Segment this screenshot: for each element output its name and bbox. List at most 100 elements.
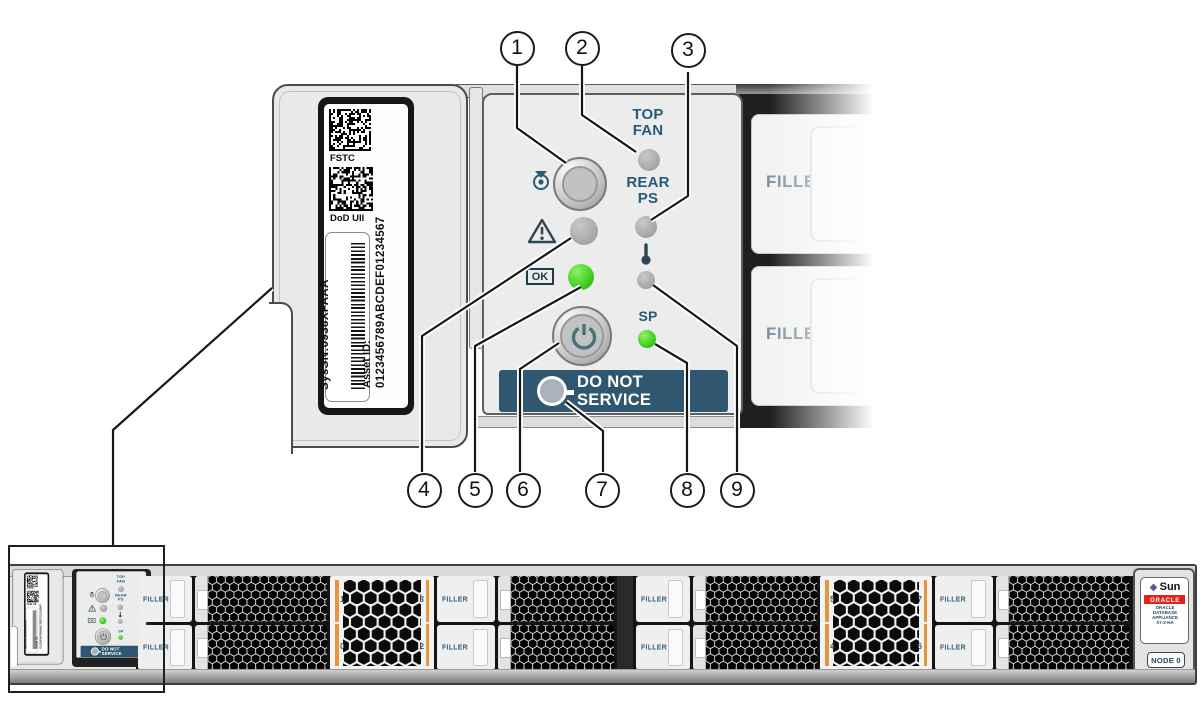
overtemp-icon bbox=[119, 611, 122, 618]
ok-label: OK bbox=[526, 268, 554, 285]
drive[interactable] bbox=[996, 624, 1129, 670]
disk-number: 2 bbox=[419, 642, 424, 651]
top-fan-label: TOP FAN bbox=[632, 106, 664, 139]
filler-column: FILLER FILLER bbox=[437, 576, 495, 670]
disk-number: 0 bbox=[340, 642, 345, 651]
filler-column: FILLER FILLER bbox=[636, 576, 690, 670]
drive-column bbox=[498, 576, 614, 670]
drive-vent bbox=[1009, 576, 1129, 622]
rear-ps-label: REAR PS bbox=[626, 174, 670, 207]
drive-vent bbox=[511, 576, 614, 622]
drive-vent bbox=[511, 624, 614, 670]
vent-panel-right: 5 7 4 6 bbox=[820, 576, 932, 670]
drive[interactable] bbox=[996, 576, 1129, 622]
service-label-frame: FSTC DoD UII SysSN:0938XFAAA Asset ID: 0… bbox=[24, 572, 50, 656]
ok-led bbox=[568, 264, 594, 290]
callout-3: 3 bbox=[670, 32, 706, 68]
product-name: ORACLE DATABASE APPLIANCE X7-2-HA bbox=[1151, 605, 1178, 625]
drive-latch[interactable] bbox=[996, 624, 1009, 670]
locator-icon bbox=[89, 592, 95, 598]
zoom-region-box bbox=[8, 545, 165, 693]
dod-uii-datamatrix-code bbox=[329, 167, 373, 211]
power-button[interactable] bbox=[94, 628, 112, 645]
fstc-datamatrix-code bbox=[329, 109, 371, 151]
fstc-label: FSTC bbox=[330, 153, 355, 164]
callout-2: 2 bbox=[564, 30, 600, 66]
drive-latch[interactable] bbox=[996, 576, 1009, 622]
chassis-bottom-lip bbox=[474, 416, 740, 428]
drive-latch[interactable] bbox=[195, 576, 208, 622]
orange-strip bbox=[825, 580, 829, 622]
dod-uii-label: DoD UII bbox=[330, 213, 365, 224]
drive-latch[interactable] bbox=[693, 624, 706, 670]
filler-panel[interactable]: FILLER bbox=[437, 576, 495, 622]
drive[interactable] bbox=[195, 624, 327, 670]
filler-panel[interactable]: FILLER bbox=[636, 624, 690, 670]
right-ear: Sun ORACLE ORACLE DATABASE APPLIANCE X7-… bbox=[1133, 568, 1195, 680]
filler-panel[interactable]: FILLER bbox=[935, 576, 993, 622]
overtemp-led bbox=[637, 271, 655, 289]
chassis-bottom-band bbox=[10, 669, 1195, 683]
filler-latch bbox=[473, 628, 488, 666]
do-not-service-banner: DO NOT SERVICE bbox=[80, 645, 143, 658]
sun-text: Sun bbox=[1159, 581, 1181, 593]
filler-latch bbox=[473, 580, 488, 618]
filler-latch bbox=[170, 580, 185, 618]
ok-led bbox=[99, 617, 107, 625]
fault-warning-icon bbox=[527, 218, 557, 244]
filler-column: FILLER FILLER bbox=[138, 576, 192, 670]
vent-panel-left: 1 3 0 2 bbox=[330, 576, 434, 670]
drive[interactable] bbox=[195, 576, 327, 622]
filler-panel[interactable]: FILLER bbox=[935, 624, 993, 670]
sp-label: SP bbox=[118, 629, 124, 634]
oracle-red-badge: ORACLE bbox=[1144, 595, 1185, 604]
filler-column: FILLER FILLER bbox=[935, 576, 993, 670]
chassis-divider bbox=[617, 576, 633, 670]
fade-overlay bbox=[770, 76, 896, 442]
drive-latch[interactable] bbox=[693, 576, 706, 622]
orange-strip bbox=[335, 624, 339, 666]
service-label: FSTC DoD UII SysSN:0938XFAAA Asset ID: 0… bbox=[319, 104, 408, 408]
filler-panel[interactable]: FILLER bbox=[138, 576, 192, 622]
orange-strip bbox=[923, 624, 927, 666]
fault-warning-icon bbox=[88, 604, 97, 612]
serial-barcode bbox=[32, 610, 37, 650]
drive-latch[interactable] bbox=[498, 624, 511, 670]
drive[interactable] bbox=[693, 624, 817, 670]
drive-latch[interactable] bbox=[498, 576, 511, 622]
power-button[interactable] bbox=[552, 306, 612, 366]
orange-strip bbox=[825, 624, 829, 666]
filler-panel[interactable]: FILLER bbox=[138, 624, 192, 670]
asset-id-value: 0123456789ABCDEF01234567 bbox=[375, 216, 387, 388]
locator-button-face bbox=[562, 166, 598, 202]
drive-vent bbox=[706, 624, 817, 670]
filler-panel[interactable]: FILLER bbox=[636, 576, 690, 622]
orange-strip bbox=[335, 580, 339, 622]
drive[interactable] bbox=[498, 624, 614, 670]
sun-diamond-icon bbox=[1149, 583, 1157, 591]
power-icon bbox=[100, 633, 107, 641]
do-not-service-text: DO NOT SERVICE bbox=[101, 646, 122, 657]
sp-led bbox=[118, 634, 123, 640]
drive-latch[interactable] bbox=[195, 624, 208, 670]
callout-6: 6 bbox=[505, 472, 541, 508]
disk-number: 3 bbox=[419, 595, 424, 604]
drive-column bbox=[693, 576, 817, 670]
filler-latch bbox=[668, 580, 683, 618]
ok-label: OK bbox=[87, 618, 96, 623]
drive[interactable] bbox=[693, 576, 817, 622]
drive-vent bbox=[208, 624, 327, 670]
locator-button[interactable] bbox=[553, 157, 607, 211]
drive[interactable] bbox=[498, 576, 614, 622]
locator-button[interactable] bbox=[95, 588, 110, 603]
detail-view: TOP FAN REAR PS OK bbox=[452, 76, 896, 442]
filler-latch bbox=[971, 580, 986, 618]
filler-panel[interactable]: FILLER bbox=[437, 624, 495, 670]
sun-logo: Sun bbox=[1141, 581, 1188, 593]
top-fan-led bbox=[118, 586, 125, 593]
plate-notch bbox=[269, 302, 293, 454]
locator-icon bbox=[533, 171, 549, 190]
chassis-left-strip bbox=[469, 87, 483, 349]
callout-1: 1 bbox=[499, 30, 535, 66]
